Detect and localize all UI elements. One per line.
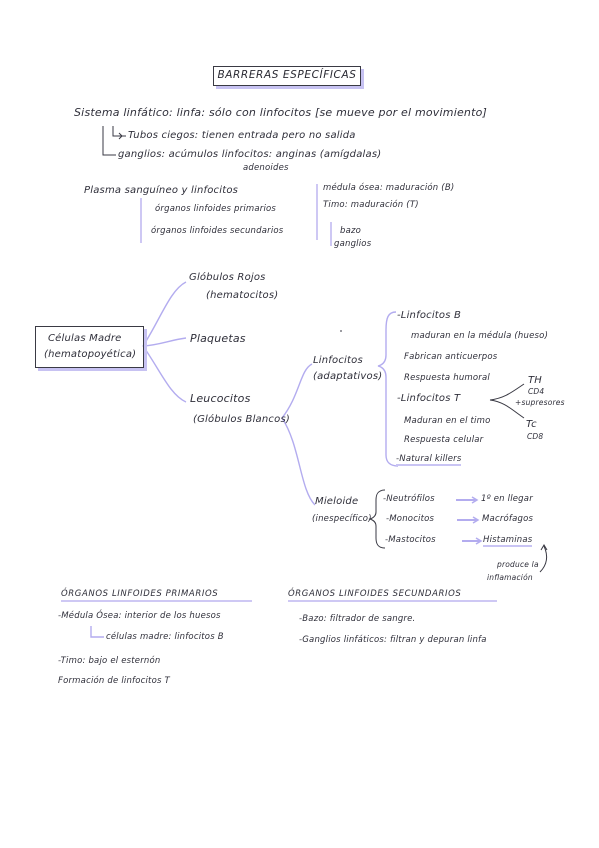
- globulos-blancos-label: (Glóbulos Blancos): [193, 414, 290, 425]
- th-label: TH: [528, 375, 543, 386]
- neutrofilos-result: 1º en llegar: [481, 494, 533, 504]
- organos-primarios-label: órganos linfoides primarios: [155, 204, 277, 214]
- natural-killers-label: -Natural killers: [396, 454, 462, 466]
- t-maduran-label: Maduran en el timo: [404, 416, 491, 426]
- timo-label: Timo: maduración (T): [323, 200, 419, 210]
- tc-label: Tc: [526, 419, 537, 430]
- secundarios-ganglios: -Ganglios linfáticos: filtran y depuran …: [299, 635, 487, 645]
- tubos-ciegos-line: Tubos ciegos: tienen entrada pero no sal…: [128, 130, 356, 141]
- secundarios-heading: ÓRGANOS LINFOIDES SECUNDARIOS: [288, 589, 462, 599]
- adaptativos-label: (adaptativos): [313, 371, 383, 382]
- mieloide-label: Mieloide: [315, 496, 359, 507]
- title-box: BARRERAS ESPECÍFICAS: [213, 66, 361, 86]
- sistema-linfatico-line: Sistema linfático: linfa: sólo con linfo…: [74, 106, 488, 119]
- th-cd4-label: CD4: [528, 387, 545, 396]
- linfocitos-b-label: -Linfocitos B: [397, 310, 462, 321]
- tc-cd8-label: CD8: [527, 432, 544, 441]
- secundarios-bazo: -Bazo: filtrador de sangre.: [299, 614, 416, 624]
- plasma-line: Plasma sanguíneo y linfocitos: [84, 185, 239, 196]
- produce-label: produce la: [497, 560, 539, 569]
- t-respuesta-label: Respuesta celular: [404, 435, 484, 445]
- mastocitos-result: Histaminas: [483, 535, 533, 547]
- celulas-madre-box: Células Madre (hematopoyética): [35, 326, 144, 368]
- globulos-rojos-label: Glóbulos Rojos: [189, 272, 266, 283]
- b-maduran-label: maduran en la médula (hueso): [411, 331, 549, 341]
- linfocitos-label: Linfocitos: [313, 355, 363, 366]
- celulas-madre-label: Células Madre: [48, 333, 122, 344]
- neutrofilos-label: -Neutrófilos: [383, 494, 435, 504]
- inflamacion-label: inflamación: [487, 573, 533, 582]
- primarios-formacion: Formación de linfocitos T: [58, 676, 170, 686]
- page-title: BARRERAS ESPECÍFICAS: [217, 69, 357, 81]
- mastocitos-label: -Mastocitos: [385, 535, 436, 545]
- b-respuesta-label: Respuesta humoral: [404, 373, 490, 383]
- leucocitos-label: Leucocitos: [190, 392, 251, 405]
- monocitos-result: Macrófagos: [482, 514, 534, 524]
- plaquetas-label: Plaquetas: [190, 332, 246, 345]
- organos-secundarios-label: órganos linfoides secundarios: [151, 226, 284, 236]
- primarios-medula: -Médula Ósea: interior de los huesos: [58, 611, 221, 621]
- primarios-heading: ÓRGANOS LINFOIDES PRIMARIOS: [61, 589, 219, 599]
- ganglios-line: ganglios: acúmulos linfocitos: anginas (…: [118, 149, 382, 160]
- inespecifico-label: (inespecífico): [312, 514, 372, 524]
- monocitos-label: -Monocitos: [386, 514, 435, 524]
- ganglios-label: ganglios: [334, 239, 372, 249]
- linfocitos-t-label: -Linfocitos T: [397, 393, 461, 404]
- b-fabrican-label: Fabrican anticuerpos: [404, 352, 498, 362]
- th-supresores-label: +supresores: [515, 398, 565, 407]
- hematocitos-label: (hematocitos): [206, 290, 279, 301]
- medula-osea-label: médula ósea: maduración (B): [323, 183, 455, 193]
- adenoides-label: adenoides: [243, 163, 289, 173]
- primarios-celulas: células madre: linfocitos B: [106, 632, 224, 642]
- primarios-timo: -Timo: bajo el esternón: [58, 656, 161, 666]
- bazo-label: bazo: [340, 226, 362, 236]
- hematopoyetica-label: (hematopoyética): [44, 349, 137, 360]
